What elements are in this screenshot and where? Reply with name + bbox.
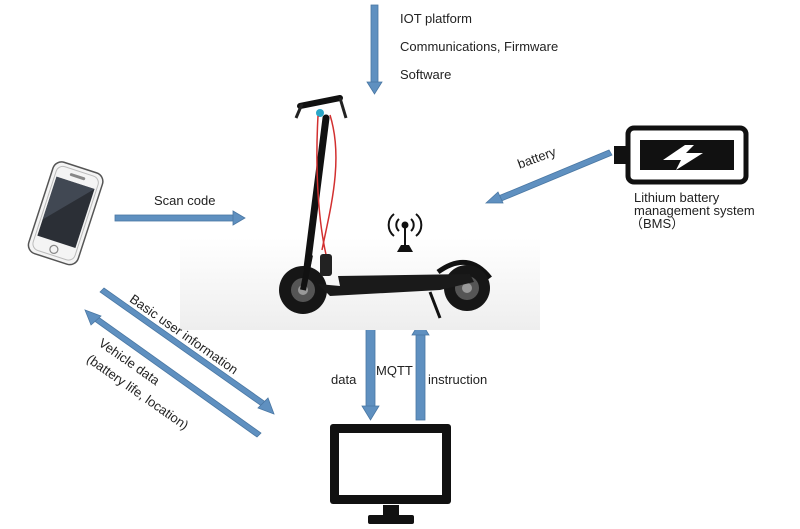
scooter-icon: [180, 95, 540, 330]
software-label: Software: [400, 67, 452, 82]
monitor-icon: [330, 424, 451, 524]
battery-icon: [614, 125, 749, 185]
scan-code-label: Scan code: [154, 193, 216, 208]
communications-firmware-label: Communications, Firmware: [400, 39, 559, 54]
iot-platform-label: IOT platform: [400, 11, 473, 26]
bms-label-line2: management system: [634, 203, 755, 218]
bms-label-line3: （BMS）: [630, 216, 685, 231]
iot-down-arrow: [366, 4, 383, 95]
scan-code-arrow: [114, 210, 246, 226]
smartphone-icon: [27, 161, 104, 266]
instruction-label: instruction: [428, 372, 488, 387]
data-label: data: [331, 372, 357, 387]
vehicle-data-arrow: [84, 309, 262, 438]
antenna-icon: [387, 213, 423, 252]
lightning-icon: [663, 145, 703, 170]
battery-arrow: [484, 149, 613, 204]
instruction-arrow: [411, 320, 430, 421]
mqtt-label: MQTT: [376, 363, 413, 378]
bms-label-line1: Lithium battery: [634, 190, 720, 205]
basic-user-info-arrow: [99, 287, 275, 415]
